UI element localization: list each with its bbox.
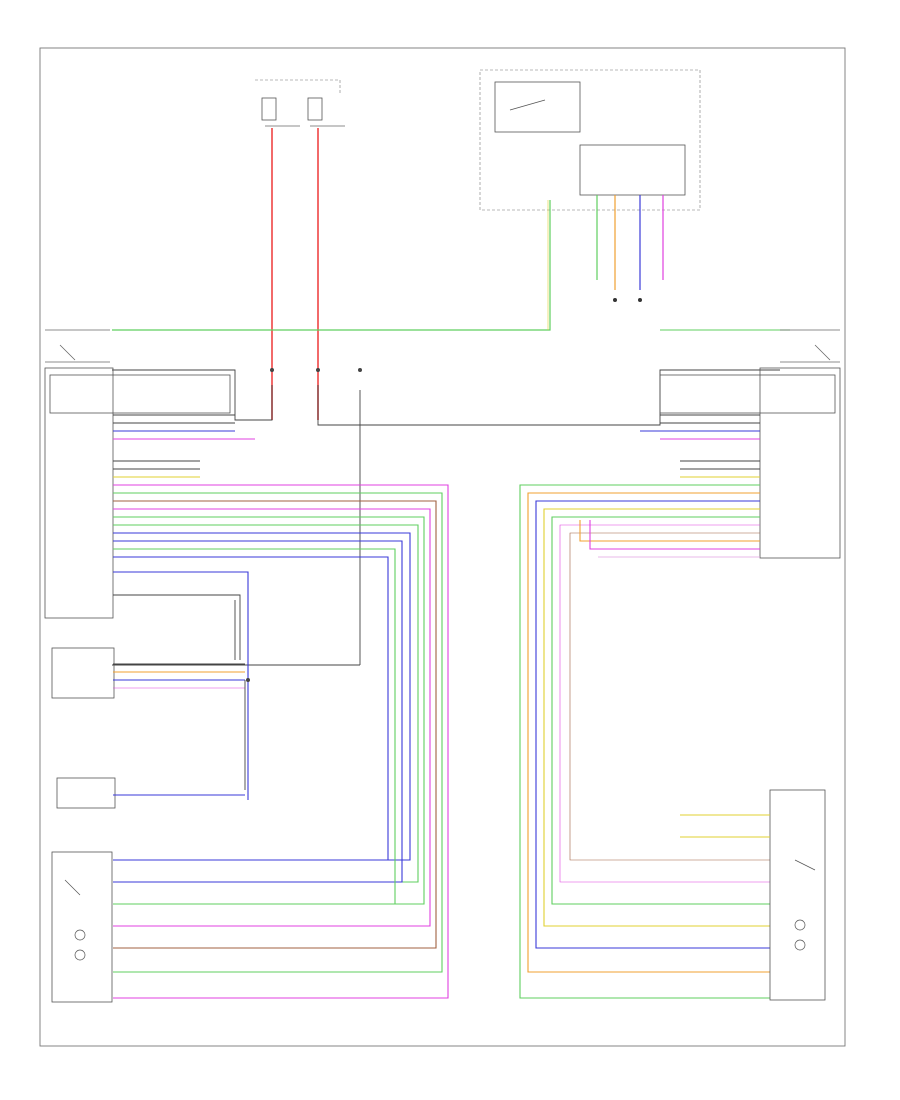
black-trunk [112,369,780,666]
driver-mirror-switch-box [51,647,115,699]
green-top-line [112,200,790,331]
relay-switch [494,81,581,133]
fuse-2 [307,97,323,121]
left-exterior-mirror [51,851,113,1003]
driver-mirror-memory-switch [56,777,245,809]
passenger-door-module [659,367,841,559]
passenger-module-short-wires [640,414,760,478]
connector-block [579,144,686,196]
relay-box-top-right [479,69,701,211]
diagram-frame [39,47,846,1047]
red-wires [271,128,319,420]
right-mirror-box [769,789,826,1001]
splice-points [246,298,642,682]
driver-switch-top [45,329,110,363]
driver-module-short-wires [113,414,255,800]
left-mirror-box [51,851,113,1003]
fuse-box-top [255,79,345,127]
left-harness [113,484,449,999]
passenger-switch-top [780,329,840,363]
passenger-door-module-box [759,367,841,559]
connector-pin-wires [596,195,664,290]
driver-mirror-switch [51,647,246,790]
memory-switch-box [56,777,116,809]
driver-door-module-box [44,367,114,619]
right-exterior-mirror [680,789,826,1001]
fuse-1 [261,97,277,121]
right-harness [519,484,770,999]
